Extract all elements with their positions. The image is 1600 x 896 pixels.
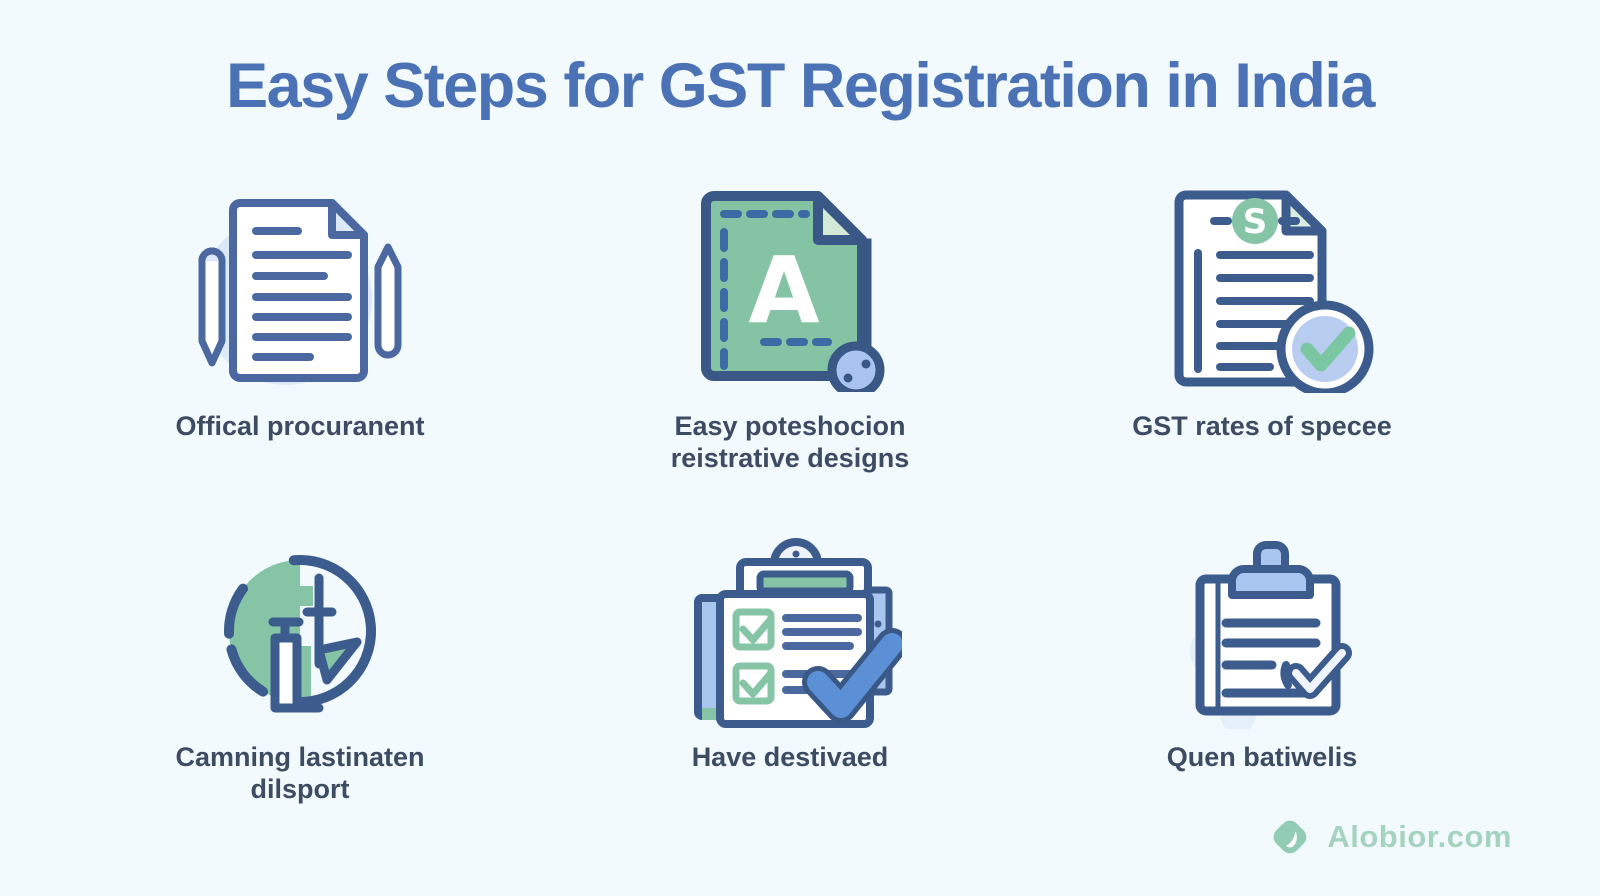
step-label: Have destivaed — [691, 742, 889, 772]
step-card-approval: Quen batiwelis — [1042, 533, 1482, 773]
document-with-pens-icon — [178, 182, 422, 394]
step-label: Easy poteshocion reistrative designs — [670, 411, 910, 474]
step-label: Quen batiwelis — [1166, 742, 1358, 772]
step-card-timeline: Camning lastinaten dilsport — [80, 533, 520, 806]
step-card-checklist: Have destivaed — [570, 533, 1010, 773]
gst-rates-document-icon: S — [1150, 182, 1374, 394]
svg-text:S: S — [1243, 202, 1268, 242]
brand-footer: Alobior.com — [1267, 814, 1512, 860]
step-label: GST rates of specee — [1132, 411, 1392, 441]
brand-logo-icon — [1267, 814, 1313, 860]
brand-name: Alobior.com — [1327, 819, 1512, 854]
svg-text:A: A — [748, 237, 819, 344]
step-card-gst-rates: S GST rates of specee — [1042, 182, 1482, 442]
step-card-registration-form: A Easy poteshocion reistrative designs — [570, 182, 1010, 475]
step-card-official-document: Offical procuranent — [80, 182, 520, 442]
step-label: Camning lastinaten dilsport — [175, 742, 425, 805]
green-a-document-icon: A — [688, 182, 892, 394]
clipboard-approved-icon — [1160, 533, 1364, 729]
step-label: Offical procuranent — [175, 411, 425, 441]
checklist-clipboard-icon — [678, 533, 902, 729]
page-title: Easy Steps for GST Registration in India — [226, 51, 1375, 121]
clock-circle-icon — [215, 533, 385, 729]
